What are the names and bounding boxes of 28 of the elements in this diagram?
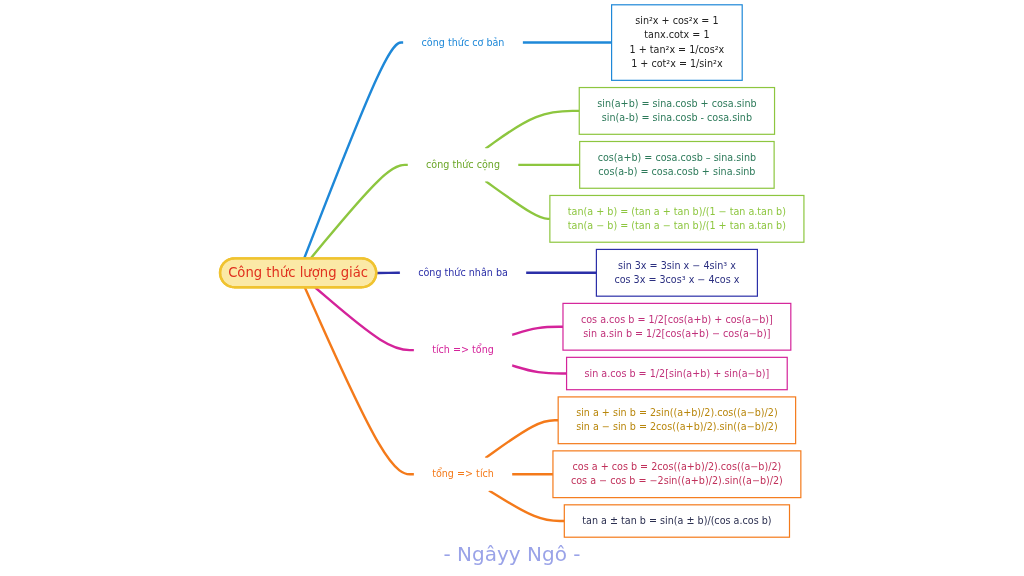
node-box: sin a + sin b = 2sin((a+b)/2).cos((a−b)/2) sin a − sin b = 2cos((a+b)/2).sin((a−b)/2) <box>557 396 797 445</box>
node-box: sin(a+b) = sina.cosb + cosa.sinb sin(a-b) = sina.cosb - cosa.sinb <box>578 86 776 135</box>
node-text: tổng => tích <box>432 468 494 480</box>
connector <box>517 163 580 167</box>
connector <box>522 41 612 44</box>
node-box: tan a ± tan b = sin(a ± b)/(cos a.cos b) <box>563 504 791 538</box>
node-box: cos(a+b) = cosa.cosb – sina.sinb cos(a-b) = cosa.cosb + sina.sinb <box>579 140 775 189</box>
node-box: tan(a + b) = (tan a + tan b)/(1 − tan a.tan b) tan(a − b) = (tan a − tan b)/(1 + tan a.tan b) <box>549 194 805 243</box>
node-box: cos a + cos b = 2cos((a+b)/2).cos((a−b)/2) cos a − cos b = −2sin((a+b)/2).sin((a−b)/2) <box>552 450 802 499</box>
node-text: công thức cơ bản <box>421 36 505 48</box>
connector <box>511 364 567 375</box>
node-text: tích => tổng <box>432 344 494 356</box>
connector <box>525 271 597 274</box>
node-box: cos a.cos b = 1/2[cos(a+b) + cos(a−b)] sin a.sin b = 1/2[cos(a+b) − cos(a−b)] <box>562 302 792 351</box>
connector <box>511 325 563 337</box>
connector <box>511 473 553 476</box>
connector <box>484 180 550 221</box>
node-box: sin a.cos b = 1/2[sin(a+b) + sin(a−b)] <box>566 356 788 391</box>
node-box: sin 3x = 3sin x − 4sin³ x cos 3x = 3cos³ x − 4cos x <box>595 248 758 297</box>
author-signature: - Ngâyy Ngô - <box>443 542 581 568</box>
node-box: sin²x + cos²x = 1 tanx.cotx = 1 1 + tan²x = 1/cos²x 1 + cot²x = 1/sin²x <box>611 4 743 81</box>
connector <box>376 271 401 275</box>
connector <box>484 419 559 460</box>
node-text: công thức nhân ba <box>418 266 508 279</box>
connector <box>488 489 565 523</box>
node-text: công thức cộng <box>426 158 500 171</box>
connector <box>303 287 415 476</box>
connector <box>484 109 580 150</box>
